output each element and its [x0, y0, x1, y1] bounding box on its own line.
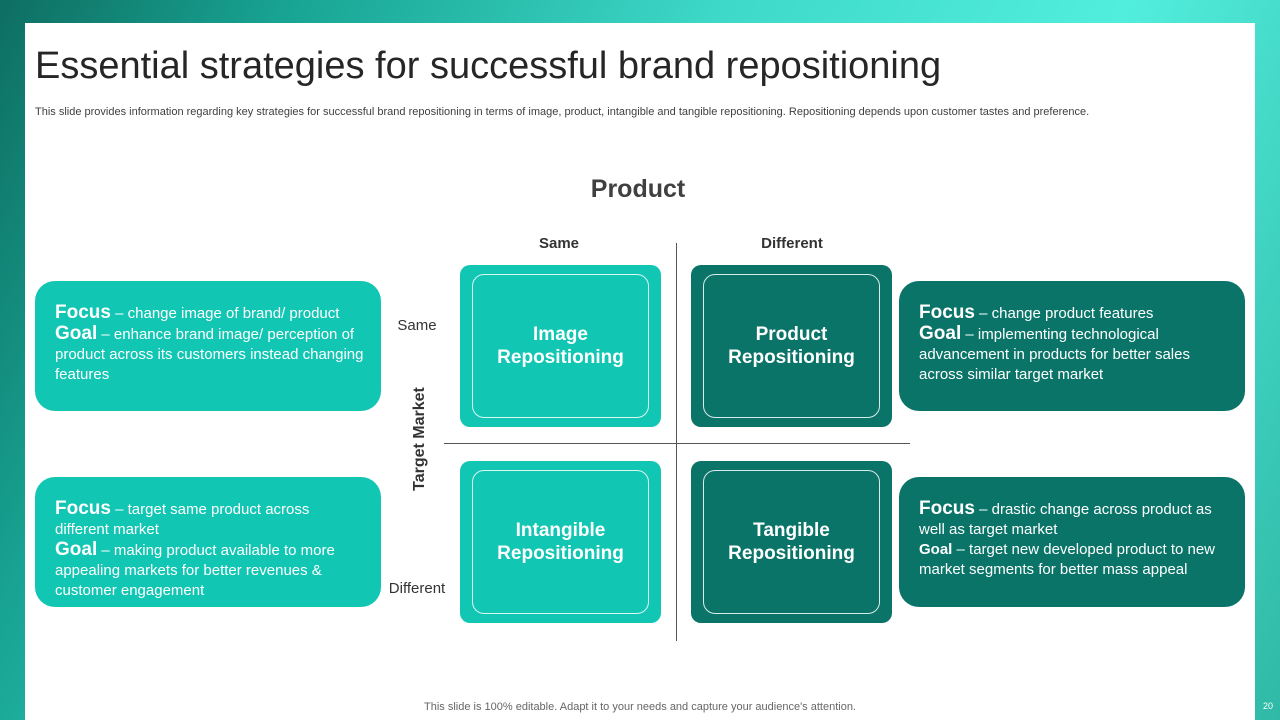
goal-text: – enhance brand image/ perception of pro… [55, 326, 364, 383]
card-intangible-repositioning: Focus – target same product across diffe… [35, 477, 381, 607]
focus-label: Focus [55, 302, 111, 323]
goal-text: – target new developed product to new ma… [919, 541, 1216, 578]
focus-text: – change image of brand/ product [110, 305, 340, 322]
focus-text: – target same product across different m… [55, 501, 310, 538]
page-number: 20 [1262, 701, 1273, 711]
quadrant-label: Tangible Repositioning [728, 520, 855, 564]
column-label-different: Different [761, 235, 823, 252]
card-product-repositioning: Focus – change product features Goal – i… [899, 281, 1245, 411]
goal-label: Goal [919, 323, 962, 344]
focus-text: – drastic change across product as well … [919, 501, 1212, 538]
slide-footer: This slide is 100% editable. Adapt it to… [424, 701, 856, 713]
quadrant-label: Product Repositioning [728, 324, 855, 368]
matrix-horizontal-divider [444, 443, 910, 444]
column-label-same: Same [538, 235, 580, 252]
focus-label: Focus [919, 498, 975, 519]
goal-label: Goal [55, 539, 98, 560]
slide-subtitle: This slide provides information regardin… [35, 106, 1090, 118]
slide: Essential strategies for successful bran… [25, 23, 1255, 720]
quadrant-label: Intangible Repositioning [497, 520, 624, 564]
quadrant-product-repositioning: Product Repositioning [691, 265, 892, 427]
slide-title: Essential strategies for successful bran… [35, 45, 942, 87]
focus-label: Focus [55, 498, 111, 519]
target-market-axis-title: Target Market [411, 387, 428, 491]
product-axis-title: Product [590, 175, 686, 203]
goal-label: Goal [919, 541, 953, 558]
quadrant-inner-frame: Image Repositioning [472, 274, 649, 418]
focus-label: Focus [919, 302, 975, 323]
quadrant-label: Image Repositioning [497, 324, 624, 368]
quadrant-tangible-repositioning: Tangible Repositioning [691, 461, 892, 623]
quadrant-image-repositioning: Image Repositioning [460, 265, 661, 427]
quadrant-intangible-repositioning: Intangible Repositioning [460, 461, 661, 623]
goal-text: – making product available to more appea… [55, 542, 335, 599]
quadrant-inner-frame: Tangible Repositioning [703, 470, 880, 614]
quadrant-inner-frame: Intangible Repositioning [472, 470, 649, 614]
goal-text: – implementing technological advancement… [919, 326, 1190, 383]
card-tangible-repositioning: Focus – drastic change across product as… [899, 477, 1245, 607]
row-label-same: Same [397, 317, 437, 334]
goal-label: Goal [55, 323, 98, 344]
row-label-different: Different [388, 580, 446, 597]
quadrant-inner-frame: Product Repositioning [703, 274, 880, 418]
focus-text: – change product features [974, 305, 1154, 322]
matrix-vertical-divider [676, 243, 677, 641]
card-image-repositioning: Focus – change image of brand/ product G… [35, 281, 381, 411]
